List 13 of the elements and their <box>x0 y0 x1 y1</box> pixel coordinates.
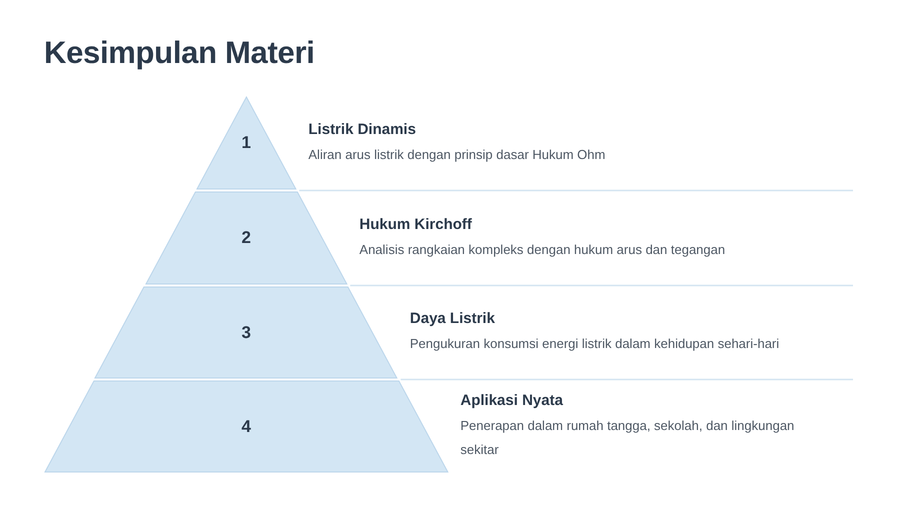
tier-number: 4 <box>242 416 251 436</box>
tier-number: 1 <box>241 133 251 153</box>
tier-heading: Listrik Dinamis <box>308 120 416 140</box>
tier-heading: Aplikasi Nyata <box>460 391 563 411</box>
tier-description: Penerapan dalam rumah tangga, sekolah, dan lingkungan sekitar <box>460 417 796 459</box>
tier-description: Pengukuran konsumsi energi listrik dalam kehidupan sehari-hari <box>410 335 780 353</box>
tier-number: 3 <box>241 322 251 342</box>
tier-heading: Daya Listrik <box>410 309 495 329</box>
tier-description: Aliran arus listrik dengan prinsip dasar Hukum Ohm <box>308 146 606 164</box>
tier-number: 2 <box>241 228 251 248</box>
tier-heading: Hukum Kirchoff <box>359 214 472 234</box>
tier-description: Analisis rangkaian kompleks dengan hukum arus dan tegangan <box>359 240 726 259</box>
slide-title: Kesimpulan Materi <box>44 34 315 72</box>
